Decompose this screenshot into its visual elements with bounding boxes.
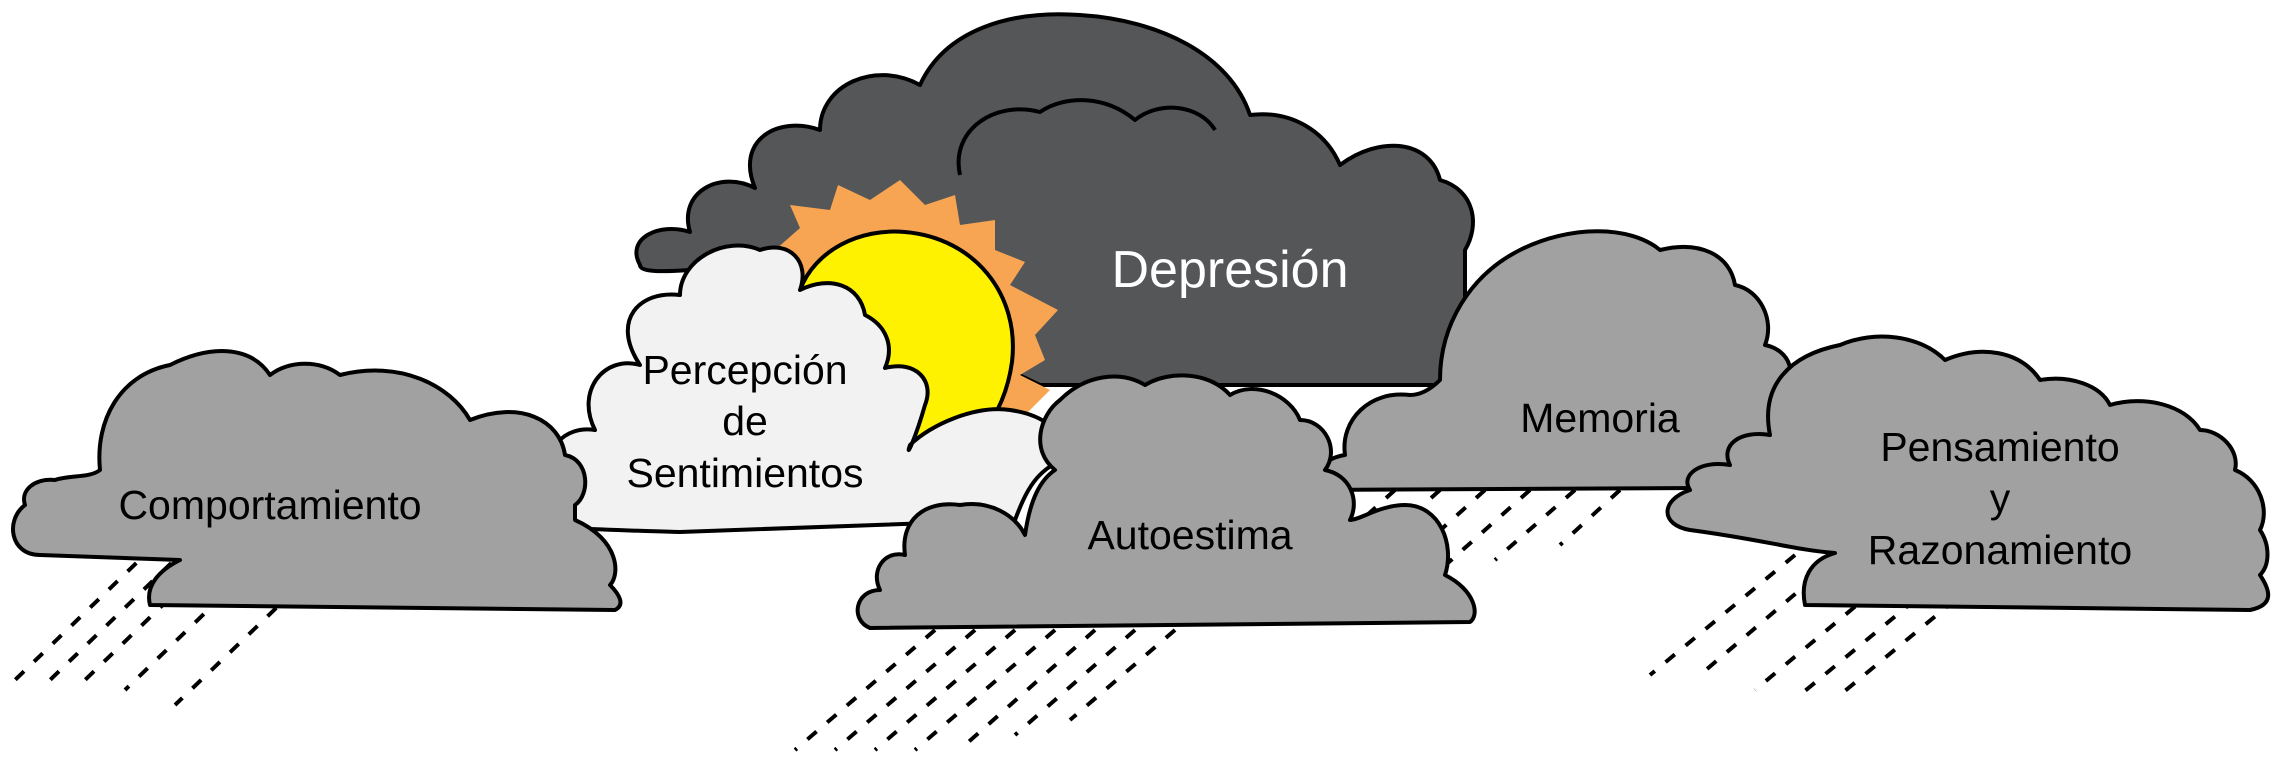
rain-autoestima [793,628,1177,752]
depresion-label: Depresión [1111,241,1349,299]
percepcion-label: Percepción de Sentimientos [600,345,890,499]
autoestima-cloud [855,373,1477,630]
pensamiento-label-line-1: Pensamiento [1880,424,2120,470]
pensamiento-cloud [1665,334,2271,612]
depresion-cloud [634,12,1475,387]
depresion-inner-scallops [956,98,1217,176]
pensamiento-label: Pensamiento y Razonamiento [1840,422,2160,576]
comportamiento-cloud [11,349,623,612]
percepcion-label-line-2: de [722,398,768,445]
percepcion-label-line-1: Percepción [642,347,848,393]
pensamiento-label-line-2: y [1989,475,2011,522]
autoestima-label: Autoestima [1087,512,1293,558]
pensamiento-label-line-3: Razonamiento [1867,526,2133,573]
percepcion-label-line-3: Sentimientos [626,449,864,496]
sun-icon [775,180,1058,462]
memoria-label: Memoria [1520,395,1680,441]
comportamiento-label: Comportamiento [118,482,422,528]
memoria-cloud [1308,229,1793,492]
